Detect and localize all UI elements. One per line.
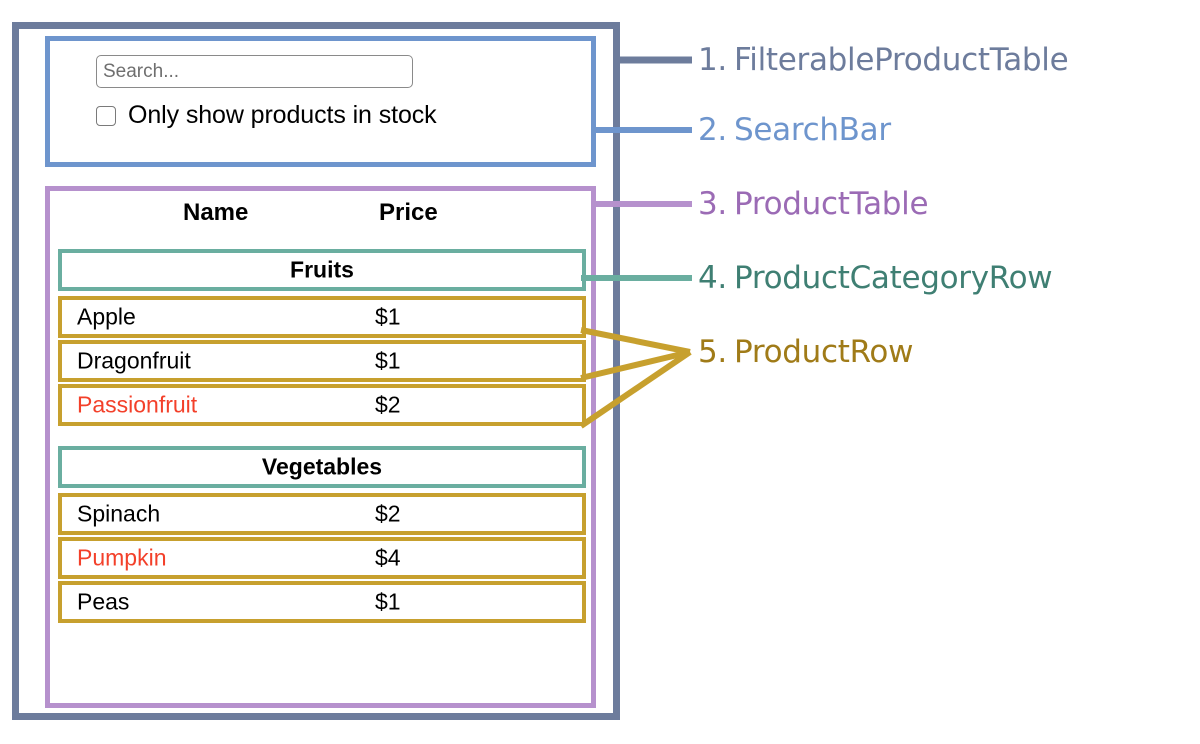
product-row: Passionfruit $2 — [58, 384, 586, 426]
in-stock-filter[interactable]: Only show products in stock — [96, 101, 591, 130]
in-stock-checkbox-label: Only show products in stock — [128, 101, 437, 129]
product-category-row: Vegetables — [58, 446, 586, 488]
product-table: Name Price Fruits Apple $1 Dragonfruit $… — [45, 186, 596, 708]
legend-number: 5. — [698, 334, 727, 370]
legend-item-product-category-row: 4.ProductCategoryRow — [698, 260, 1053, 296]
product-name: Spinach — [77, 500, 161, 527]
product-table-header-row: Name Price — [50, 191, 591, 235]
legend-number: 2. — [698, 112, 727, 148]
legend-number: 4. — [698, 260, 727, 296]
product-row: Apple $1 — [58, 296, 586, 338]
product-name: Apple — [77, 303, 136, 330]
product-name: Passionfruit — [77, 391, 198, 418]
product-category-label: Fruits — [290, 256, 354, 283]
legend-text: FilterableProductTable — [733, 42, 1069, 78]
product-price: $4 — [375, 544, 401, 571]
product-row: Peas $1 — [58, 581, 586, 623]
legend-item-product-row: 5.ProductRow — [698, 337, 913, 368]
product-price: $2 — [375, 500, 401, 527]
product-price: $1 — [375, 303, 401, 330]
product-category-row: Fruits — [58, 249, 586, 291]
legend-text: SearchBar — [733, 112, 891, 148]
legend-text: ProductCategoryRow — [733, 260, 1053, 296]
legend-item-search-bar: 2.SearchBar — [698, 115, 891, 146]
product-price: $2 — [375, 391, 401, 418]
search-input[interactable] — [96, 55, 413, 88]
product-name: Dragonfruit — [77, 347, 191, 374]
legend-text: ProductRow — [733, 334, 914, 370]
product-name: Peas — [77, 588, 130, 615]
product-row: Pumpkin $4 — [58, 537, 586, 579]
legend-item-filterable-product-table: 1.FilterableProductTable — [698, 42, 1069, 78]
product-price: $1 — [375, 588, 401, 615]
product-row: Dragonfruit $1 — [58, 340, 586, 382]
column-header-name: Name — [183, 199, 249, 226]
product-price: $1 — [375, 347, 401, 374]
legend-item-product-table: 3.ProductTable — [698, 186, 929, 222]
product-name: Pumpkin — [77, 544, 167, 571]
search-bar: Only show products in stock — [45, 36, 596, 167]
product-row: Spinach $2 — [58, 493, 586, 535]
column-header-price: Price — [379, 199, 438, 226]
legend-number: 3. — [698, 186, 727, 222]
in-stock-checkbox[interactable] — [96, 105, 116, 126]
product-table-body: Fruits Apple $1 Dragonfruit $1 Passionfr… — [58, 249, 586, 625]
legend-text: ProductTable — [733, 186, 929, 222]
legend-number: 1. — [698, 42, 727, 78]
product-category-label: Vegetables — [261, 453, 383, 480]
